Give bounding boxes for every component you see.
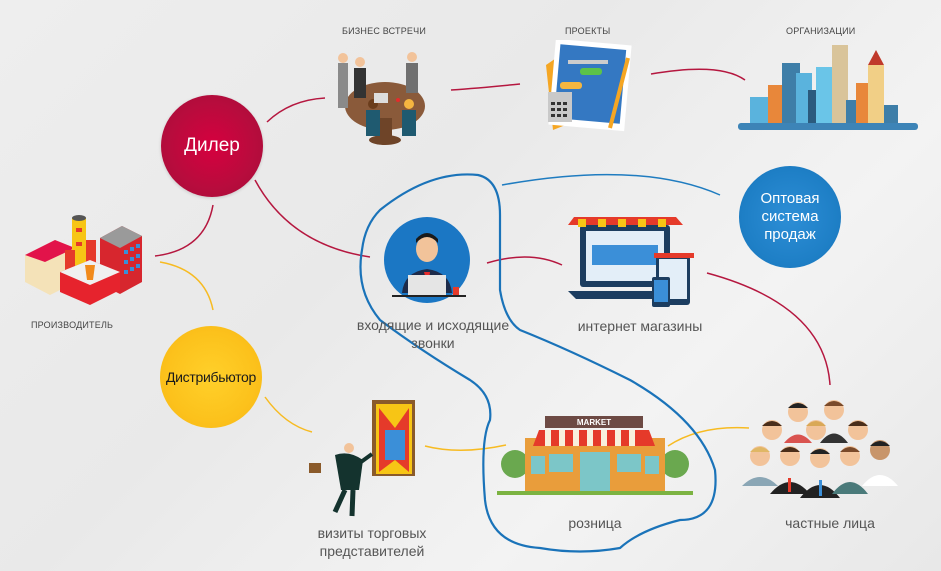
people-group-icon [742,400,898,498]
organizations-label: ОРГАНИЗАЦИИ [786,26,856,36]
producer-label: ПРОИЗВОДИТЕЛЬ [31,320,114,330]
calls-label-line-2: звонки [411,335,455,351]
call-operator-icon [384,217,470,303]
market-store-icon: MARKET [497,416,693,495]
projects-label: ПРОЕКТЫ [565,26,611,36]
individuals-label: частные лица [785,515,875,531]
market-sign: MARKET [577,418,611,427]
online-stores-label: интернет магазины [577,318,703,334]
wholesale-label-line-1: Оптовая [760,190,820,207]
sales-visits-label: визиты торговых представителей [302,524,442,560]
wholesale-label-line-2: система [761,208,819,225]
connector-wholesale-region [501,173,721,196]
dealer-label: Дилер [184,135,240,156]
distributor-hub: Дистрибьютор [160,326,262,428]
connector-dealer-calls [254,179,371,258]
wholesale-hub: Оптовая система продаж [739,166,841,268]
sales-rep-door-icon [309,400,415,517]
business-meetings-label: БИЗНЕС ВСТРЕЧИ [342,26,426,36]
connector-producer-distributor [159,261,214,311]
connector-online-individuals [706,272,831,386]
connector-retail-individuals [667,426,750,447]
sales-visits-label-line-2: представителей [319,543,425,559]
connector-distributor-visits [264,396,313,433]
dealer-hub: Дилер [161,95,263,197]
online-store-icon [568,217,694,307]
connector-calls-online [486,256,563,266]
connector-producer-dealer [154,204,214,257]
blueprint-icon [546,40,632,132]
city-skyline-icon [738,45,918,130]
wholesale-label-line-3: продаж [764,226,816,243]
wholesale-region-outline [359,173,717,553]
connector-projects-organizations [650,68,746,81]
connector-meetings-projects [450,83,521,91]
connector-dealer-meetings [266,97,326,123]
meeting-table-icon [338,52,425,145]
connector-visits-retail [424,444,507,451]
distributor-label: Дистрибьютор [165,369,257,385]
factory-icon [25,215,142,305]
calls-label-line-1: входящие и исходящие [356,317,510,333]
retail-label: розница [568,515,622,531]
calls-label: входящие и исходящие звонки [343,316,523,352]
sales-visits-label-line-1: визиты торговых [317,525,427,541]
